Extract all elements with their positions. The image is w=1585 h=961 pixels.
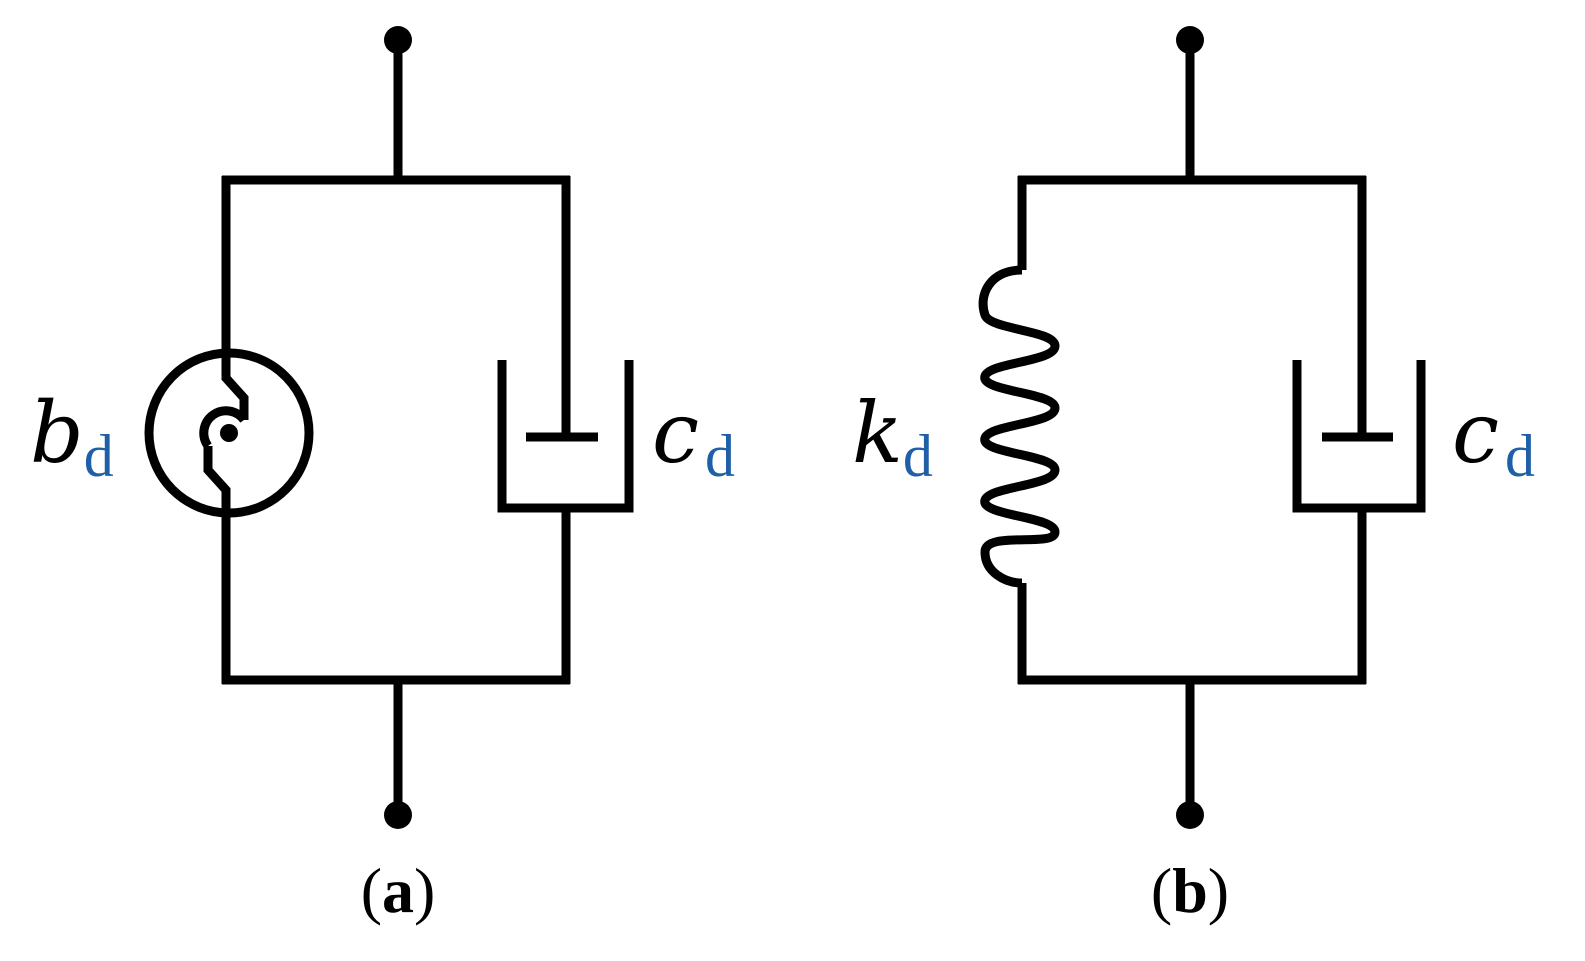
inerter-label-main: b bbox=[30, 384, 84, 482]
damper-label-subscript: d bbox=[1505, 423, 1535, 489]
caption-b-open: ( bbox=[1151, 855, 1172, 926]
caption-a-letter: a bbox=[382, 855, 414, 926]
spring-label-subscript: d bbox=[903, 423, 933, 489]
caption-a-close: ) bbox=[414, 855, 435, 926]
damper-icon bbox=[1292, 360, 1426, 513]
caption-b: (b) bbox=[1151, 855, 1229, 926]
bottom-terminal bbox=[1176, 680, 1204, 829]
damper-label-subscript: d bbox=[705, 423, 735, 489]
caption-b-letter: b bbox=[1172, 855, 1208, 926]
frame-wires bbox=[221, 175, 571, 685]
damper-icon bbox=[497, 360, 634, 513]
bottom-terminal bbox=[384, 680, 412, 829]
spring-label-main: k bbox=[852, 384, 903, 482]
spring-label: kd bbox=[852, 384, 933, 489]
damper-label-main: c bbox=[1452, 384, 1499, 482]
caption-a-open: ( bbox=[361, 855, 382, 926]
inerter-label: bd bbox=[30, 384, 114, 489]
frame-wires bbox=[1017, 175, 1367, 685]
spring-icon bbox=[978, 265, 1060, 588]
caption-b-close: ) bbox=[1208, 855, 1229, 926]
top-terminal bbox=[1176, 26, 1204, 180]
caption-a: (a) bbox=[361, 855, 436, 926]
inerter-icon bbox=[144, 348, 314, 518]
damper-label-main: c bbox=[652, 384, 699, 482]
top-terminal bbox=[384, 26, 412, 180]
inerter-label-subscript: d bbox=[84, 423, 114, 489]
